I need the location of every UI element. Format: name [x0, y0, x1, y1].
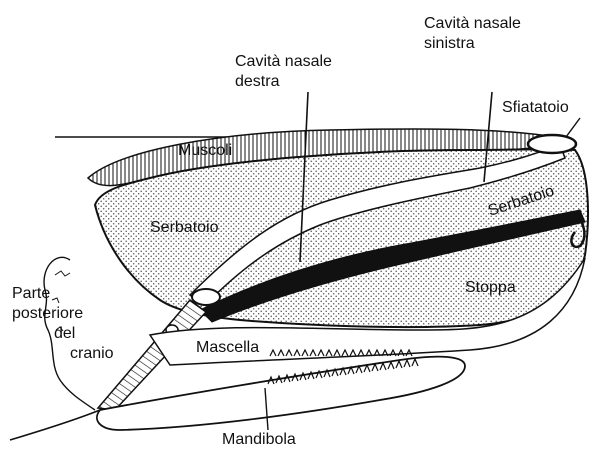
label-cavita-nasale-destra-2: destra [235, 73, 280, 90]
label-mascella: Mascella [196, 339, 259, 356]
skull-back-detail [52, 271, 70, 331]
label-cranio: cranio [70, 345, 114, 362]
label-sfiatatoio: Sfiatatoio [502, 99, 569, 116]
label-serbatoio-left: Serbatoio [150, 219, 219, 236]
label-cavita-nasale-sinistra-1: Cavità nasale [424, 15, 521, 32]
label-parte: Parte [12, 285, 50, 302]
label-mandibola: Mandibola [222, 431, 296, 448]
label-cavita-nasale-destra-1: Cavità nasale [235, 53, 332, 70]
label-posteriore: posteriore [12, 305, 83, 322]
label-muscoli: Muscoli [178, 142, 232, 159]
label-cavita-nasale-sinistra-2: sinistra [424, 35, 475, 52]
cheek-curve [10, 410, 100, 440]
sfiatatoio-blowhole [528, 135, 576, 153]
leader-sfiatatoio [566, 118, 580, 137]
label-stoppa: Stoppa [465, 279, 516, 296]
nasal-opening-upper [192, 289, 220, 305]
label-del: del [54, 325, 75, 342]
